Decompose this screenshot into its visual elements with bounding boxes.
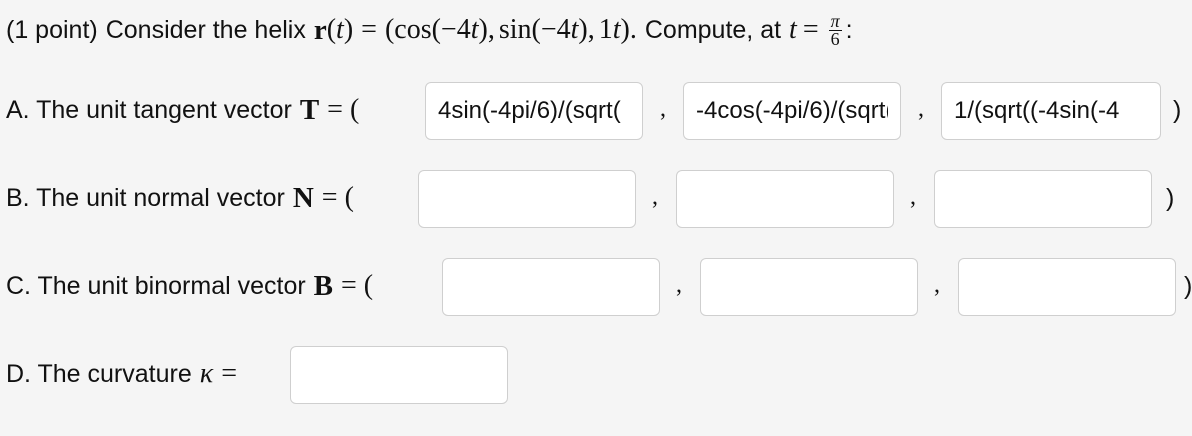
binormal-z-input[interactable] xyxy=(958,258,1176,316)
normal-x-input[interactable] xyxy=(418,170,636,228)
helix-vector: (cos(−4t),sin(−4t),1t). xyxy=(384,14,637,45)
t-value-fraction: π 6 xyxy=(828,10,842,49)
problem-statement: (1 point) Consider the helix r(t) = (cos… xyxy=(6,10,853,49)
compute-text: Compute, at xyxy=(644,15,782,44)
part-d-label: D. The curvature κ = xyxy=(6,358,237,389)
binormal-y-input[interactable] xyxy=(700,258,918,316)
part-c-label: C. The unit binormal vector B = ( xyxy=(6,269,374,302)
curvature-input[interactable] xyxy=(290,346,508,404)
normal-symbol: N xyxy=(292,181,314,214)
tangent-z-input[interactable] xyxy=(941,82,1161,140)
binormal-symbol: B xyxy=(313,269,334,302)
binormal-x-input[interactable] xyxy=(442,258,660,316)
normal-z-input[interactable] xyxy=(934,170,1152,228)
part-a-label: A. The unit tangent vector T = ( xyxy=(6,93,360,126)
tangent-y-input[interactable] xyxy=(683,82,901,140)
points-label: (1 point) xyxy=(6,15,98,44)
curvature-symbol: κ xyxy=(199,358,214,389)
normal-y-input[interactable] xyxy=(676,170,894,228)
r-function-symbol: r xyxy=(313,13,327,46)
tangent-x-input[interactable] xyxy=(425,82,643,140)
part-b-label: B. The unit normal vector N = ( xyxy=(6,181,354,214)
intro-text: Consider the helix xyxy=(105,15,306,44)
tangent-symbol: T xyxy=(299,93,320,126)
